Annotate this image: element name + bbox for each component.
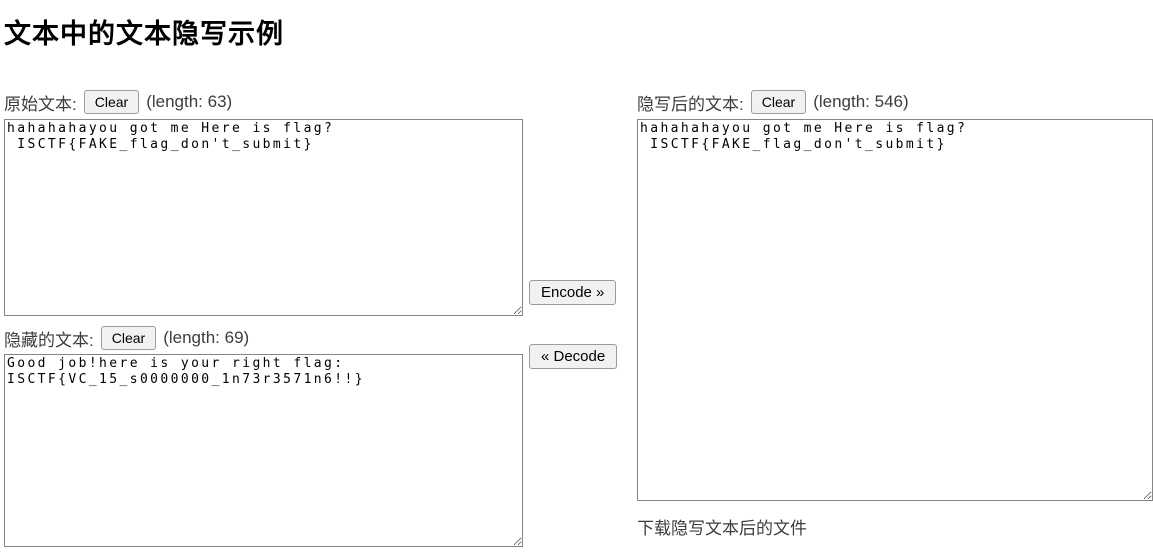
hidden-label-row: 隐藏的文本: Clear (length: 69) — [4, 325, 249, 351]
page-title: 文本中的文本隐写示例 — [4, 19, 284, 49]
stego-textarea[interactable]: hahahahayou got me Here is flag? ISCTF{F… — [637, 119, 1153, 501]
original-length: (length: 63) — [146, 92, 233, 111]
decode-button[interactable]: « Decode — [529, 344, 618, 369]
original-textarea[interactable]: hahahahayou got me Here is flag? ISCTF{F… — [4, 119, 523, 316]
encode-button[interactable]: Encode » — [529, 280, 617, 305]
original-label-row: 原始文本: Clear (length: 63) — [4, 89, 232, 115]
hidden-textarea[interactable]: Good job!here is your right flag: ISCTF{… — [4, 354, 523, 547]
download-stego-file-link[interactable]: 下载隐写文本后的文件 — [637, 519, 807, 538]
stego-clear-button[interactable]: Clear — [750, 90, 807, 114]
hidden-label: 隐藏的文本: — [4, 330, 94, 350]
stego-length: (length: 546) — [813, 92, 909, 111]
hidden-length: (length: 69) — [163, 328, 250, 347]
stego-label-row: 隐写后的文本: Clear (length: 546) — [637, 89, 909, 115]
hidden-clear-button[interactable]: Clear — [100, 326, 157, 350]
stego-label: 隐写后的文本: — [637, 94, 744, 114]
original-label: 原始文本: — [4, 94, 77, 114]
original-clear-button[interactable]: Clear — [83, 90, 140, 114]
